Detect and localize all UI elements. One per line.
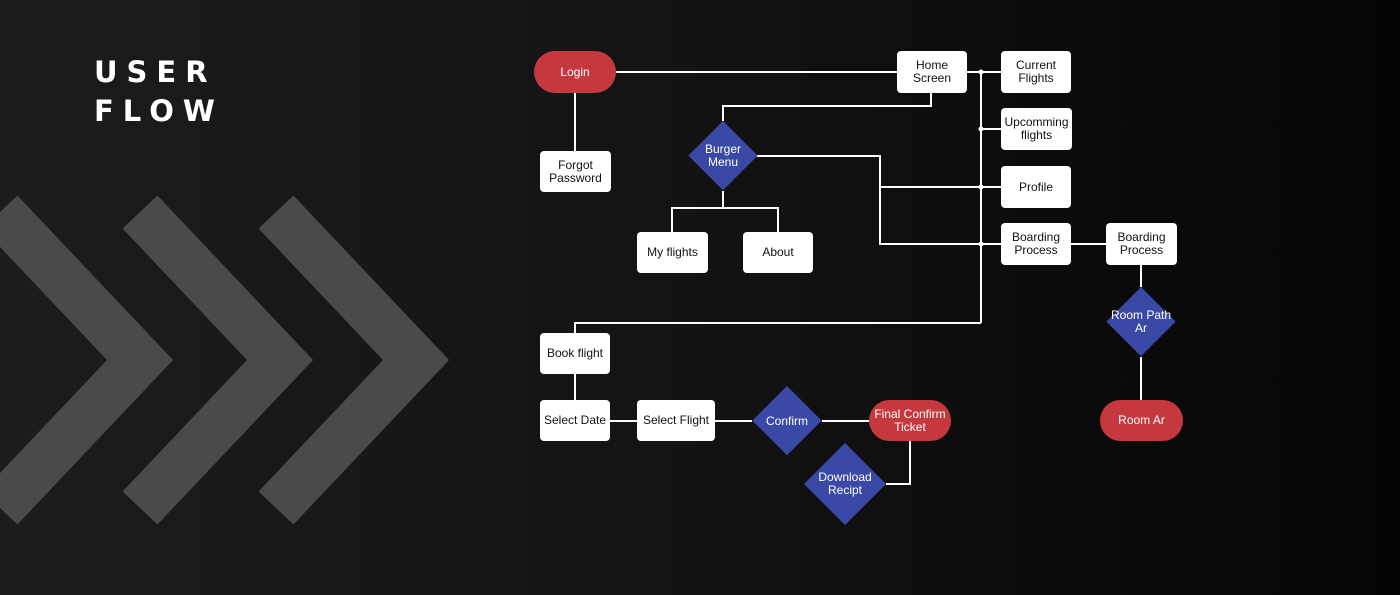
node-final-confirm-ticket: Final Confirm Ticket [869, 400, 951, 441]
node-home-screen: Home Screen [897, 51, 967, 93]
node-boarding-process-2: Boarding Process [1106, 223, 1177, 265]
node-label: Forgot Password [549, 157, 602, 185]
node-label: About [762, 245, 794, 259]
node-room-path-ar: Room Path Ar [1106, 287, 1176, 357]
edge-home-burger [722, 93, 932, 121]
chevron-shape [122, 195, 314, 525]
page-title-line-1: USER [94, 55, 217, 89]
node-label: Room Ar [1118, 413, 1165, 427]
node-label: Select Flight [642, 413, 710, 427]
node-label: Book flight [546, 346, 604, 360]
node-burger-menu: Burger Menu [688, 121, 758, 191]
node-label: Current Flights [1015, 58, 1056, 85]
node-current-flights: Current Flights [1001, 51, 1071, 93]
node-book-flight: Book flight [540, 333, 610, 374]
edge-trunk-book-flight [574, 322, 981, 333]
node-room-ar: Room Ar [1100, 400, 1183, 441]
node-label: Boarding Process [1011, 230, 1061, 257]
node-label: Upcomming flights [1004, 115, 1069, 142]
edge-burger-menu-items [671, 191, 779, 232]
node-label: Burger Menu [704, 142, 742, 169]
node-label: Final Confirm Ticket [874, 406, 946, 434]
junction-dot [978, 184, 984, 190]
node-label: Login [560, 64, 590, 79]
node-confirm: Confirm [752, 386, 822, 456]
node-login: Login [534, 51, 616, 93]
node-profile: Profile [1001, 166, 1071, 208]
node-label: Room Path Ar [1110, 308, 1172, 335]
junction-dot [978, 241, 984, 247]
node-forgot-password: Forgot Password [540, 151, 611, 192]
edge-final-download [886, 441, 911, 485]
node-label: Boarding Process [1117, 230, 1166, 257]
page-title-line-2: FLOW [94, 94, 224, 128]
junction-dot [978, 126, 984, 132]
node-boarding-process: Boarding Process [1001, 223, 1071, 265]
node-select-flight: Select Flight [637, 400, 715, 441]
node-label: Profile [1018, 179, 1053, 194]
node-label: My flights [647, 245, 698, 259]
node-my-flights: My flights [637, 232, 708, 273]
chevron-shape [0, 195, 174, 525]
node-upcoming-flights: Upcomming flights [1001, 108, 1072, 150]
edge-burger-profile [757, 155, 981, 188]
node-label: Confirm [765, 413, 808, 428]
node-label: Download Recipt [818, 470, 872, 497]
node-download-recipt: Download Recipt [804, 443, 886, 525]
node-label: Home Screen [912, 58, 952, 85]
junction-dot [978, 69, 984, 75]
node-label: Select Date [543, 413, 607, 427]
node-about: About [743, 232, 813, 273]
node-select-date: Select Date [540, 400, 610, 441]
chevron-shape [258, 195, 450, 525]
edge-burger-boarding [879, 187, 981, 245]
